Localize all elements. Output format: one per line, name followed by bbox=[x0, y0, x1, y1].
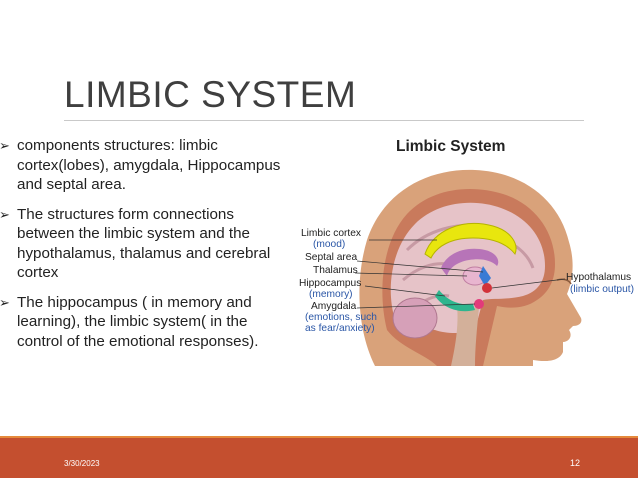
arrow-bullet-icon: ➢ bbox=[0, 138, 10, 153]
label-hypothalamus: Hypothalamus bbox=[566, 272, 632, 283]
bullet-text: The hippocampus ( in memory and learning… bbox=[17, 293, 259, 350]
figure-title: Limbic System bbox=[396, 138, 506, 155]
label-amygdala: Amygdala bbox=[311, 301, 357, 312]
slide-number: 12 bbox=[570, 458, 581, 468]
label-septal-area: Septal area bbox=[305, 252, 358, 263]
limbic-system-figure: Limbic System Limbic cortex (mood) Septa… bbox=[297, 130, 634, 366]
arrow-bullet-icon: ➢ bbox=[0, 206, 10, 222]
slide-date: 3/30/2023 bbox=[64, 459, 100, 468]
bullet-list: ➢ components structures: limbic cortex(l… bbox=[0, 136, 288, 361]
bullet-item: ➢ components structures: limbic cortex(l… bbox=[0, 136, 288, 195]
bullet-text: The structures form connections between … bbox=[17, 205, 271, 282]
label-hippocampus-sub: (memory) bbox=[309, 289, 353, 300]
bullet-item: ➢ The hippocampus ( in memory and learni… bbox=[0, 293, 288, 352]
footer-bar bbox=[0, 438, 638, 478]
label-amygdala-sub: (emotions, such bbox=[305, 312, 377, 323]
arrow-bullet-icon: ➢ bbox=[0, 294, 10, 310]
bullet-text: components structures: limbic cortex(lob… bbox=[17, 137, 281, 193]
label-hippocampus: Hippocampus bbox=[299, 278, 362, 289]
label-thalamus: Thalamus bbox=[313, 265, 358, 276]
label-amygdala-sub: as fear/anxiety) bbox=[305, 323, 375, 334]
title-divider bbox=[64, 120, 584, 121]
slide-title: LIMBIC SYSTEM bbox=[64, 74, 357, 115]
label-hypothalamus-sub: (limbic output) bbox=[570, 284, 634, 295]
label-limbic-cortex-sub: (mood) bbox=[313, 239, 346, 250]
footer-accent-bar bbox=[0, 436, 638, 439]
bullet-item: ➢ The structures form connections betwee… bbox=[0, 205, 288, 283]
label-limbic-cortex: Limbic cortex bbox=[301, 228, 362, 239]
head-illustration bbox=[354, 169, 582, 366]
